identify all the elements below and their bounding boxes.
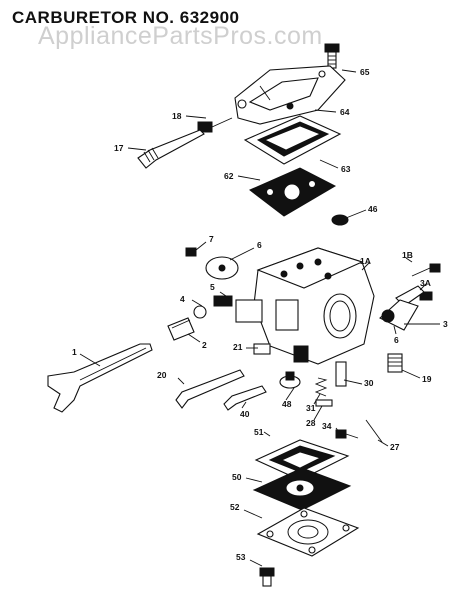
part-4-washer[interactable] xyxy=(193,305,207,319)
part-20-needle[interactable] xyxy=(175,369,245,409)
callout-34: 34 xyxy=(322,421,332,431)
callout-1: 1 xyxy=(72,347,77,357)
part-1-throttle-shaft[interactable] xyxy=(47,343,153,413)
callout-51: 51 xyxy=(254,427,264,437)
part-7-screw[interactable] xyxy=(185,247,197,257)
part-3A-clip[interactable] xyxy=(419,291,433,301)
part-2-bushing[interactable] xyxy=(167,317,195,341)
part-31-spring[interactable] xyxy=(314,377,328,397)
part-27-pin[interactable] xyxy=(365,419,383,443)
part-52-cover[interactable] xyxy=(256,507,360,557)
callout-3A: 3A xyxy=(420,278,431,288)
part-50-diaphragm[interactable] xyxy=(252,467,352,511)
callout-1B: 1B xyxy=(402,250,413,260)
callout-50: 50 xyxy=(232,472,242,482)
callout-1A: 1A xyxy=(360,256,371,266)
part-17-needle[interactable] xyxy=(137,129,205,169)
part-40-screw[interactable] xyxy=(223,385,267,411)
part-48-lever[interactable] xyxy=(279,371,301,389)
callout-5: 5 xyxy=(210,282,215,292)
part-1B-screw[interactable] xyxy=(411,263,441,277)
callout-46: 46 xyxy=(368,204,378,214)
watermark-text: AppliancePartsPros.com xyxy=(38,22,323,50)
part-30-needle[interactable] xyxy=(335,361,347,387)
callout-4: 4 xyxy=(180,294,185,304)
diagram-title: CARBURETOR NO. 632900 xyxy=(12,8,240,27)
callout-20: 20 xyxy=(157,370,167,380)
callout-7: 7 xyxy=(209,234,214,244)
callout-64: 64 xyxy=(340,107,350,117)
callout-6b: 6 xyxy=(394,335,399,345)
part-63-gasket[interactable] xyxy=(243,115,342,165)
callout-18: 18 xyxy=(172,111,182,121)
carburetor-body[interactable] xyxy=(235,247,375,365)
callout-52: 52 xyxy=(230,502,240,512)
part-65-screw[interactable] xyxy=(324,43,340,69)
callout-6a: 6 xyxy=(257,240,262,250)
callout-28: 28 xyxy=(306,418,316,428)
callout-48: 48 xyxy=(282,399,292,409)
callout-63: 63 xyxy=(341,164,351,174)
part-64-cover[interactable] xyxy=(234,65,346,125)
leader-lines xyxy=(79,69,440,567)
part-6b-lever[interactable] xyxy=(379,299,419,331)
part-51-gasket[interactable] xyxy=(254,439,350,481)
part-5-spring[interactable] xyxy=(213,295,233,307)
callout-3: 3 xyxy=(443,319,448,329)
callout-62: 62 xyxy=(224,171,234,181)
part-6-lever[interactable] xyxy=(205,256,239,280)
callout-53: 53 xyxy=(236,552,246,562)
callout-65: 65 xyxy=(360,67,370,77)
callout-30: 30 xyxy=(364,378,374,388)
callout-19: 19 xyxy=(422,374,432,384)
part-21-fitting[interactable] xyxy=(253,343,271,355)
part-19-plug[interactable] xyxy=(387,353,403,373)
part-62-diaphragm[interactable] xyxy=(249,167,337,217)
callout-40: 40 xyxy=(240,409,250,419)
callout-27: 27 xyxy=(390,442,400,452)
part-53-screw[interactable] xyxy=(259,567,275,587)
part-34-screw[interactable] xyxy=(335,429,359,439)
part-46-screen[interactable] xyxy=(331,214,349,226)
callout-2: 2 xyxy=(202,340,207,350)
part-28-pin[interactable] xyxy=(315,399,333,407)
callout-31: 31 xyxy=(306,403,316,413)
callout-17: 17 xyxy=(114,143,124,153)
part-18-fitting[interactable] xyxy=(197,117,233,133)
callout-21: 21 xyxy=(233,342,243,352)
